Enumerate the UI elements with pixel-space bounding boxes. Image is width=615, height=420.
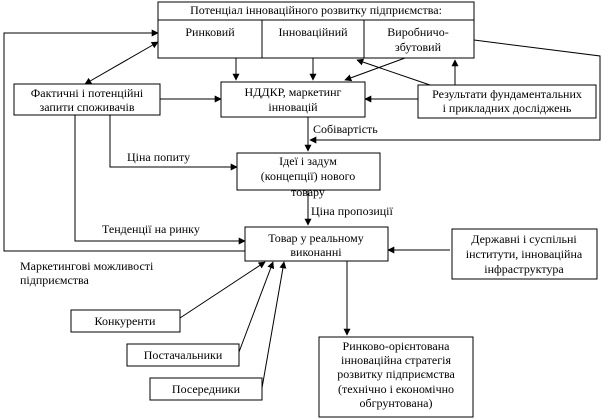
strategy-line4: (технічно і економічно (338, 382, 454, 396)
results-line2: і прикладних досліджень (443, 101, 572, 115)
arrow-suppliers-to-product (238, 261, 275, 353)
product-box: Товар у реальному виконанні (244, 226, 389, 262)
product-line1: Товар у реальному (268, 231, 363, 245)
label-trends: Тенденції на ринку (102, 222, 200, 236)
suppliers-label: Постачальники (144, 348, 223, 362)
strategy-line1: Ринково-орієнтована (343, 339, 451, 353)
results-box: Результати фундаментальних і прикладних … (417, 84, 597, 119)
potential-title: Потенціал інноваційного розвитку підприє… (190, 3, 442, 17)
arrow-right-feedback (309, 39, 601, 144)
potential-box: Потенціал інноваційного розвитку підприє… (157, 1, 475, 59)
arrow-demand-price (109, 115, 238, 171)
competitors-box: Конкуренти (70, 309, 181, 333)
idea-line1: Ідеї і задум (279, 154, 337, 168)
label-demand-price: Ціна попиту (127, 150, 190, 164)
research-box: НДДКР, маркетинг інновацій (220, 81, 366, 118)
arrow-results-to-production (356, 58, 431, 86)
institutions-box: Державні і суспільні інститути, інноваці… (451, 228, 598, 280)
product-line2: виконанні (290, 245, 342, 259)
institutions-line1: Державні і суспільні (471, 232, 577, 246)
strategy-line3: розвитку підприємства (337, 367, 455, 381)
potential-innovation: Інноваційний (278, 25, 348, 39)
requests-line2: запити споживачів (40, 100, 135, 114)
results-line1: Результати фундаментальних (432, 87, 582, 101)
label-opportunities-line2: підприємства (20, 273, 90, 287)
strategy-box: Ринково-орієнтована інноваційна стратегі… (318, 336, 474, 418)
research-line2: інновацій (268, 100, 318, 114)
arrow-production-to-research (344, 57, 406, 82)
idea-line3: товару (291, 185, 325, 199)
arrow-competitors-to-product (179, 261, 266, 319)
arrow-opportunities-feedback (3, 29, 245, 252)
strategy-line2: інноваційна стратегія (341, 353, 451, 367)
label-cost: Собівартість (313, 122, 378, 136)
label-supply-price: Ціна пропозиції (311, 204, 394, 218)
potential-market: Ринковий (185, 25, 235, 39)
institutions-line3: інфраструктура (484, 262, 564, 276)
suppliers-box: Постачальники (126, 343, 240, 367)
institutions-line2: інститути, інноваційна (466, 247, 583, 261)
intermediaries-box: Посередники (149, 377, 263, 401)
potential-production-line1: Виробничо- (387, 25, 448, 39)
competitors-label: Конкуренти (95, 314, 156, 328)
intermediaries-label: Посередники (172, 382, 241, 396)
requests-box: Фактичні і потенційні запити споживачів (13, 83, 161, 116)
idea-box: Ідеї і задум (концепції) нового товару (236, 152, 381, 199)
arrow-trends (74, 115, 246, 245)
potential-production-line2: збутовий (395, 40, 442, 54)
label-opportunities-line1: Маркетингові можливості (20, 259, 154, 273)
strategy-line5: обгрунтована) (360, 396, 433, 410)
arrow-requests-potential (84, 41, 159, 85)
connectors (3, 29, 601, 389)
requests-line1: Фактичні і потенційні (31, 86, 144, 100)
idea-line2: (концепції) нового (261, 169, 356, 183)
research-line1: НДДКР, маркетинг (245, 85, 342, 99)
arrow-intermediaries-to-product (261, 261, 287, 389)
